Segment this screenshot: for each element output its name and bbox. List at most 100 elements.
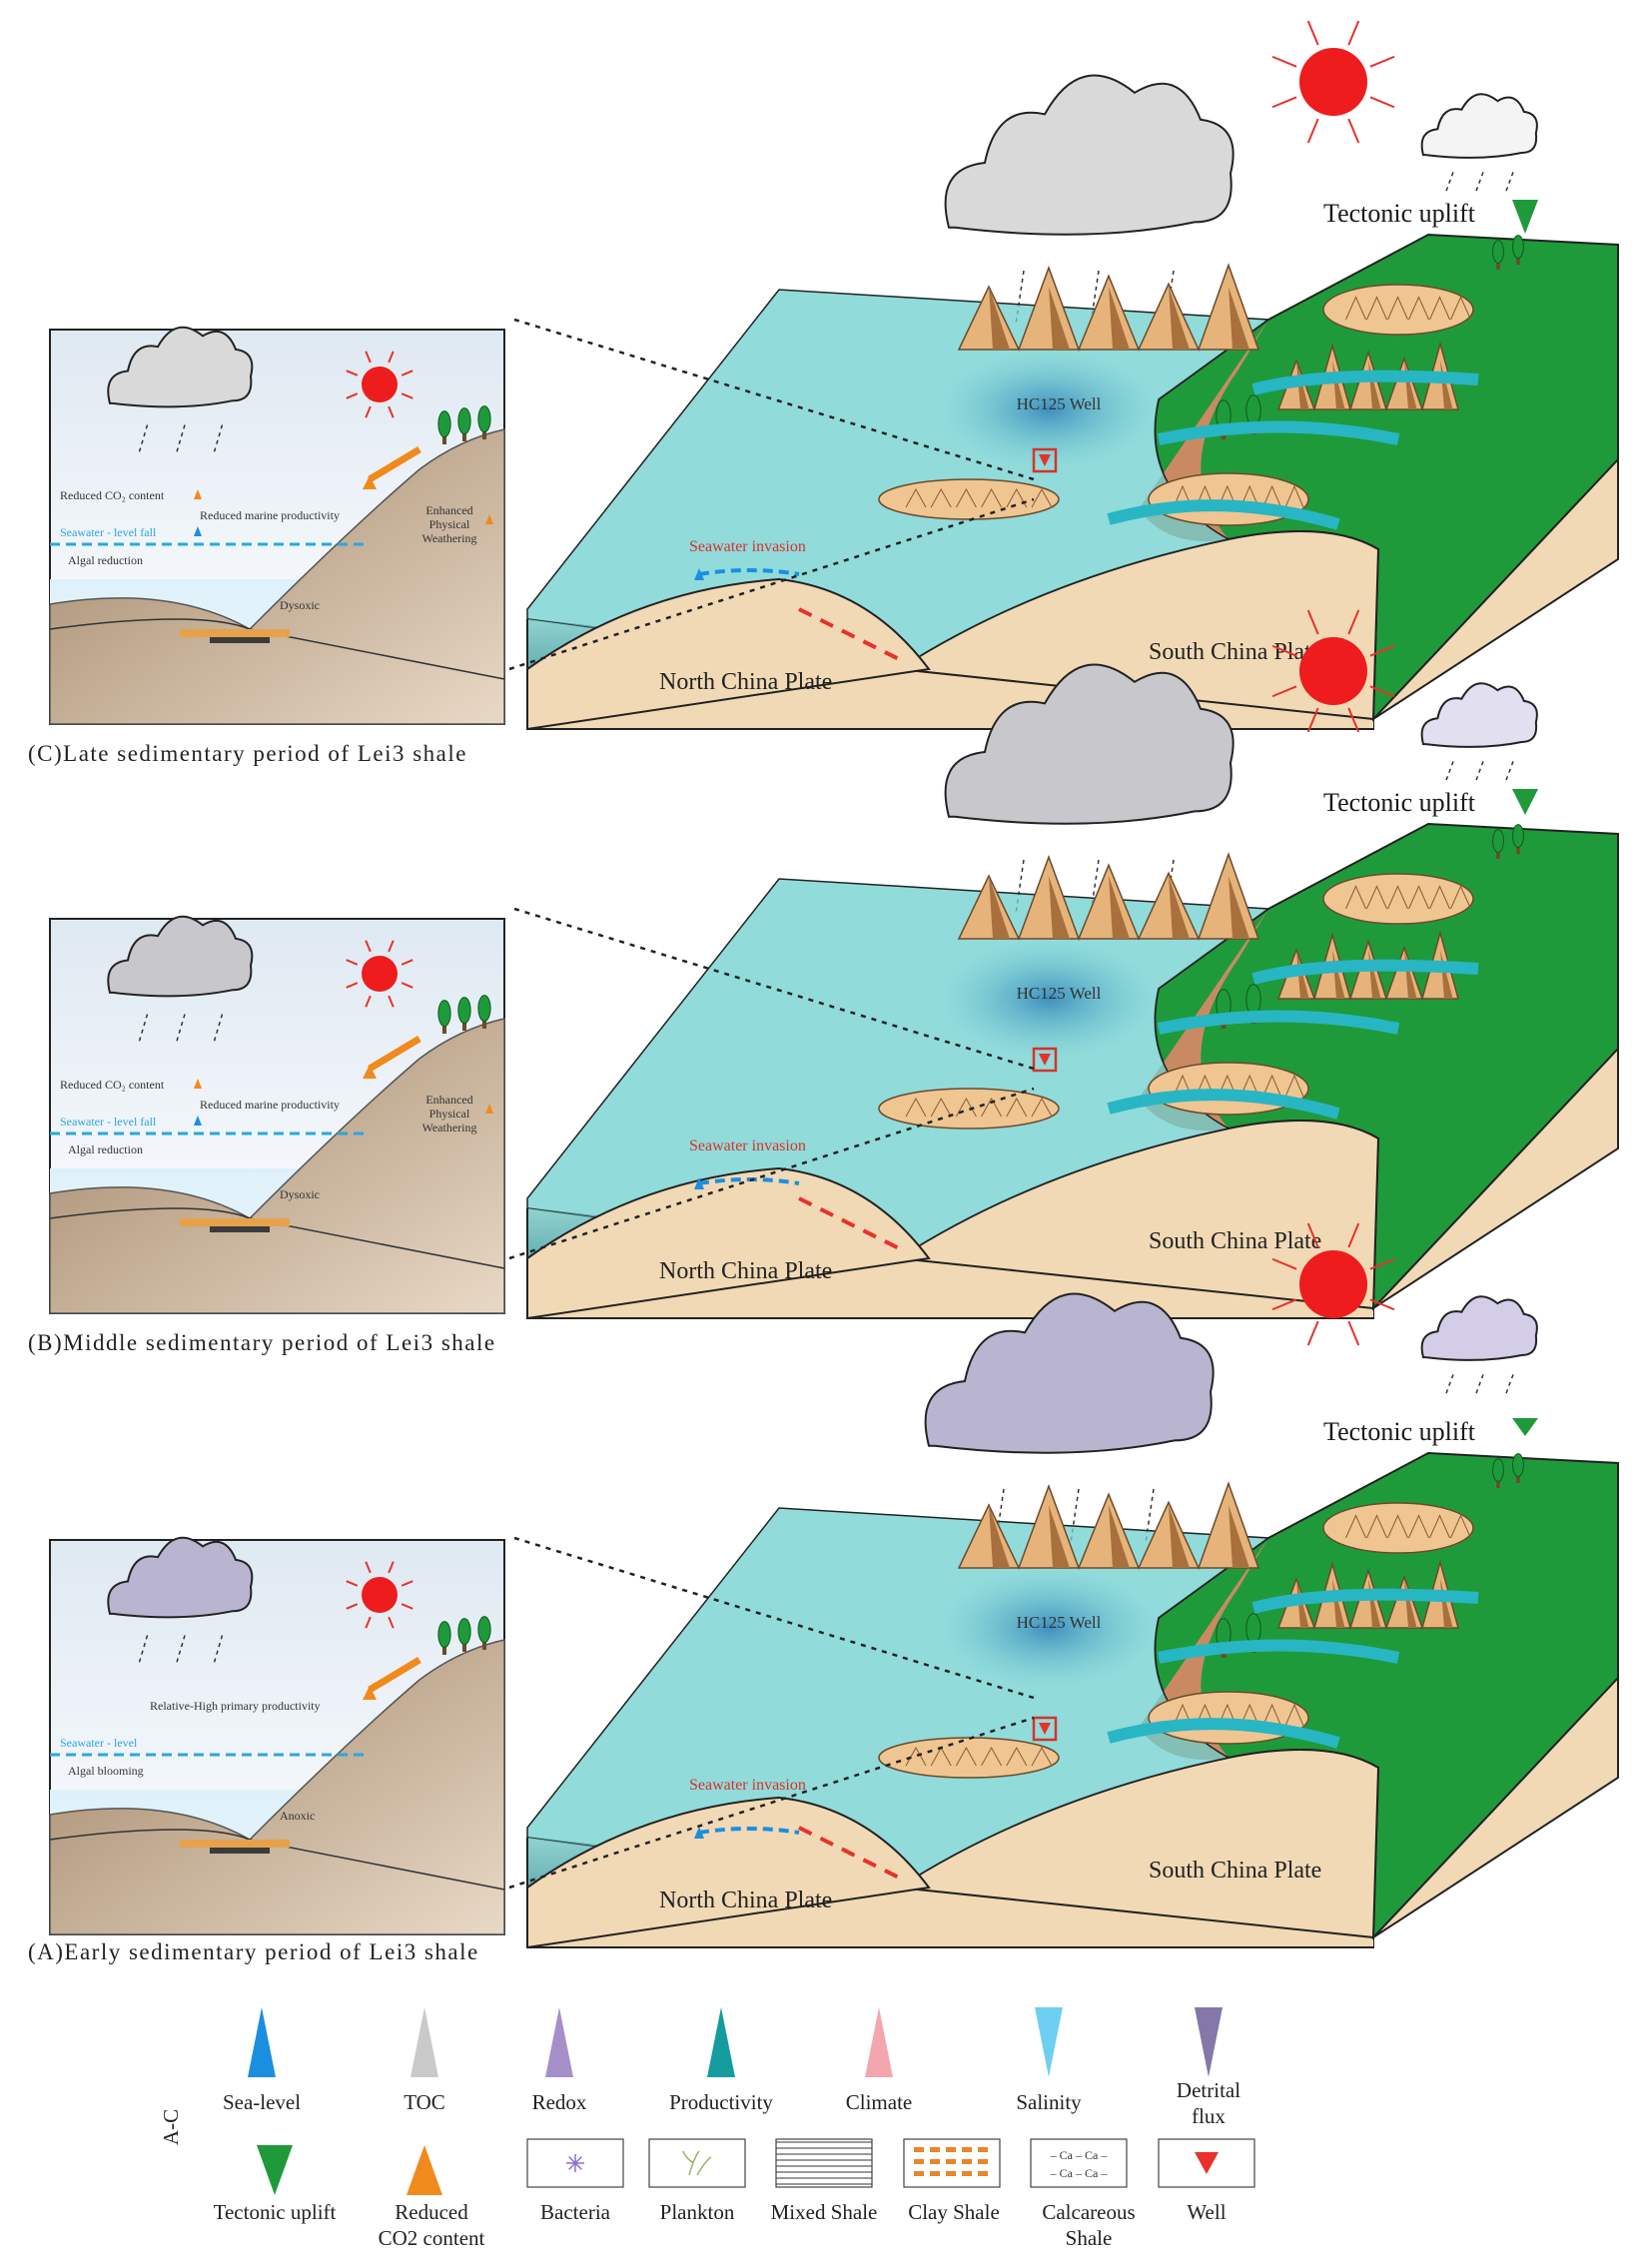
legend-label: Calcareous: [1042, 2200, 1135, 2224]
legend-label: Plankton: [660, 2200, 735, 2224]
inset-redox-label: Dysoxic: [280, 598, 320, 612]
cloud-icon: [924, 1292, 1215, 1544]
weathering-arrow-icon: [368, 1035, 421, 1073]
legend-label: TOC: [404, 2090, 445, 2114]
legend-productivity-icon: [707, 2007, 735, 2077]
tree-icon: [477, 405, 491, 439]
legend-label: Detrital: [1177, 2078, 1240, 2102]
sun-icon: [346, 351, 413, 418]
inset-algal-label: Algal reduction: [68, 553, 143, 567]
legend-plankton-icon: [648, 2138, 746, 2188]
mountain-range: [957, 1481, 1260, 1571]
legend-label: Mixed Shale: [771, 2200, 878, 2224]
south-china-plate-label: South China Plate: [1149, 1858, 1321, 1884]
legend-sea-level-icon: [248, 2007, 276, 2077]
well-marker-icon: [1032, 1047, 1058, 1073]
legend-label: CO2 content: [379, 2226, 485, 2250]
weathering-arrow-icon: [485, 514, 493, 524]
cloud-icon: [107, 915, 254, 1042]
inset-sea-level-label: Seawater - level fall: [60, 525, 157, 539]
inset-sea-level-label: Seawater - level: [60, 1736, 138, 1750]
inset-redox-label: Dysoxic: [280, 1187, 320, 1201]
legend-label: Redox: [532, 2090, 587, 2114]
panel-caption: (A)Early sedimentary period of Lei3 shal…: [28, 1939, 479, 1964]
inset-redox-label: Anoxic: [280, 1809, 315, 1823]
organic-layer: [210, 1848, 270, 1854]
panel-caption: (B)Middle sedimentary period of Lei3 sha…: [28, 1330, 496, 1355]
legend-mixed-shale-icon: [775, 2138, 873, 2188]
well-marker-icon: [1032, 1716, 1058, 1742]
tree-icon: [1512, 824, 1524, 854]
legend-reduced-co2-icon: [407, 2145, 442, 2195]
inset-weathering-label: Weathering: [421, 531, 476, 545]
well-label: HC125 Well: [1017, 1613, 1102, 1632]
well-arrow-icon: [1039, 1723, 1051, 1735]
legend-bacteria-icon: [526, 2138, 624, 2188]
south-china-plate-label: South China Plate: [1149, 1228, 1321, 1254]
inset-algal-label: Algal reduction: [68, 1142, 143, 1156]
legend-side-label: A-C: [159, 2109, 183, 2145]
tree-icon: [457, 1618, 471, 1652]
detrital-arrow: [798, 607, 900, 661]
legend-well-icon: [1158, 2138, 1255, 2188]
tectonic-uplift-label: Tectonic uplift: [1323, 1417, 1476, 1446]
river: [1157, 1010, 1400, 1035]
inset-sea-level-label: Seawater - level fall: [60, 1115, 157, 1129]
offshore-island: [878, 1737, 1060, 1779]
legend-label: Tectonic uplift: [214, 2200, 337, 2224]
legend-label: Climate: [846, 2090, 913, 2114]
inset-algal-label: Algal blooming: [68, 1764, 144, 1778]
co2-arrow-icon: [194, 489, 202, 499]
mountain-island: [1322, 1502, 1474, 1554]
organic-layer: [210, 637, 270, 643]
co2-arrow-icon: [194, 1079, 202, 1089]
tree-icon: [1492, 240, 1504, 270]
tectonic-uplift-arrow-icon: [1512, 1418, 1538, 1436]
tree-icon: [1492, 1458, 1504, 1488]
legend-detrital-icon: [1195, 2007, 1223, 2077]
cloud-icon: [107, 1536, 254, 1663]
legend-label: Clay Shale: [908, 2200, 1000, 2224]
deep-basin: [939, 1568, 1159, 1688]
legend-label: Reduced: [395, 2200, 468, 2224]
inset-weathering-label: Physical: [429, 1107, 470, 1121]
inset-co2-label: Reduced CO₂ content: [60, 488, 165, 502]
inset-diagram: Relative-High primary productivitySeawat…: [49, 1536, 505, 1935]
cloud-icon: [1420, 682, 1538, 784]
sun-icon: [346, 1561, 413, 1629]
calcareous-pattern-text: – Ca – Ca –: [1050, 2148, 1109, 2162]
sea-level-arrow-icon: [194, 526, 202, 536]
tree-icon: [477, 995, 491, 1029]
well-label: HC125 Well: [1017, 984, 1102, 1003]
connector-line: [513, 907, 1035, 1071]
river: [1107, 499, 1340, 530]
inset-weathering-label: Enhanced: [425, 1093, 472, 1107]
mountain-island: [1322, 284, 1474, 336]
seawater-invasion-label: Seawater invasion: [689, 538, 806, 555]
legend-calcareous-shale-icon: – Ca – Ca –– Ca – Ca –: [1030, 2138, 1128, 2188]
tree-icon: [437, 410, 451, 444]
inset-productivity-label: Relative-High primary productivity: [150, 1699, 321, 1713]
river: [1107, 1089, 1340, 1120]
sun-icon: [346, 940, 413, 1008]
detrital-arrow: [798, 1196, 900, 1250]
cloud-icon: [1420, 1295, 1538, 1397]
inset-weathering-label: Enhanced: [425, 503, 472, 517]
river: [1251, 370, 1479, 395]
deep-basin: [939, 939, 1159, 1059]
river: [1107, 1718, 1340, 1749]
sea-block: [526, 1451, 1619, 1949]
clay-shale-layer: [180, 1840, 290, 1848]
legend-clay-shale-icon: [903, 2138, 1001, 2188]
sea-level-arrow-icon: [194, 1116, 202, 1126]
legend-tectonic-uplift-icon: [257, 2145, 293, 2195]
inset-co2-label: Reduced CO₂ content: [60, 1078, 165, 1092]
well-arrow-icon: [1039, 454, 1051, 466]
mountain-island: [1322, 873, 1474, 925]
legend-redox-icon: [545, 2007, 573, 2077]
legend-label: Bacteria: [540, 2200, 611, 2224]
well-label: HC125 Well: [1017, 394, 1102, 413]
